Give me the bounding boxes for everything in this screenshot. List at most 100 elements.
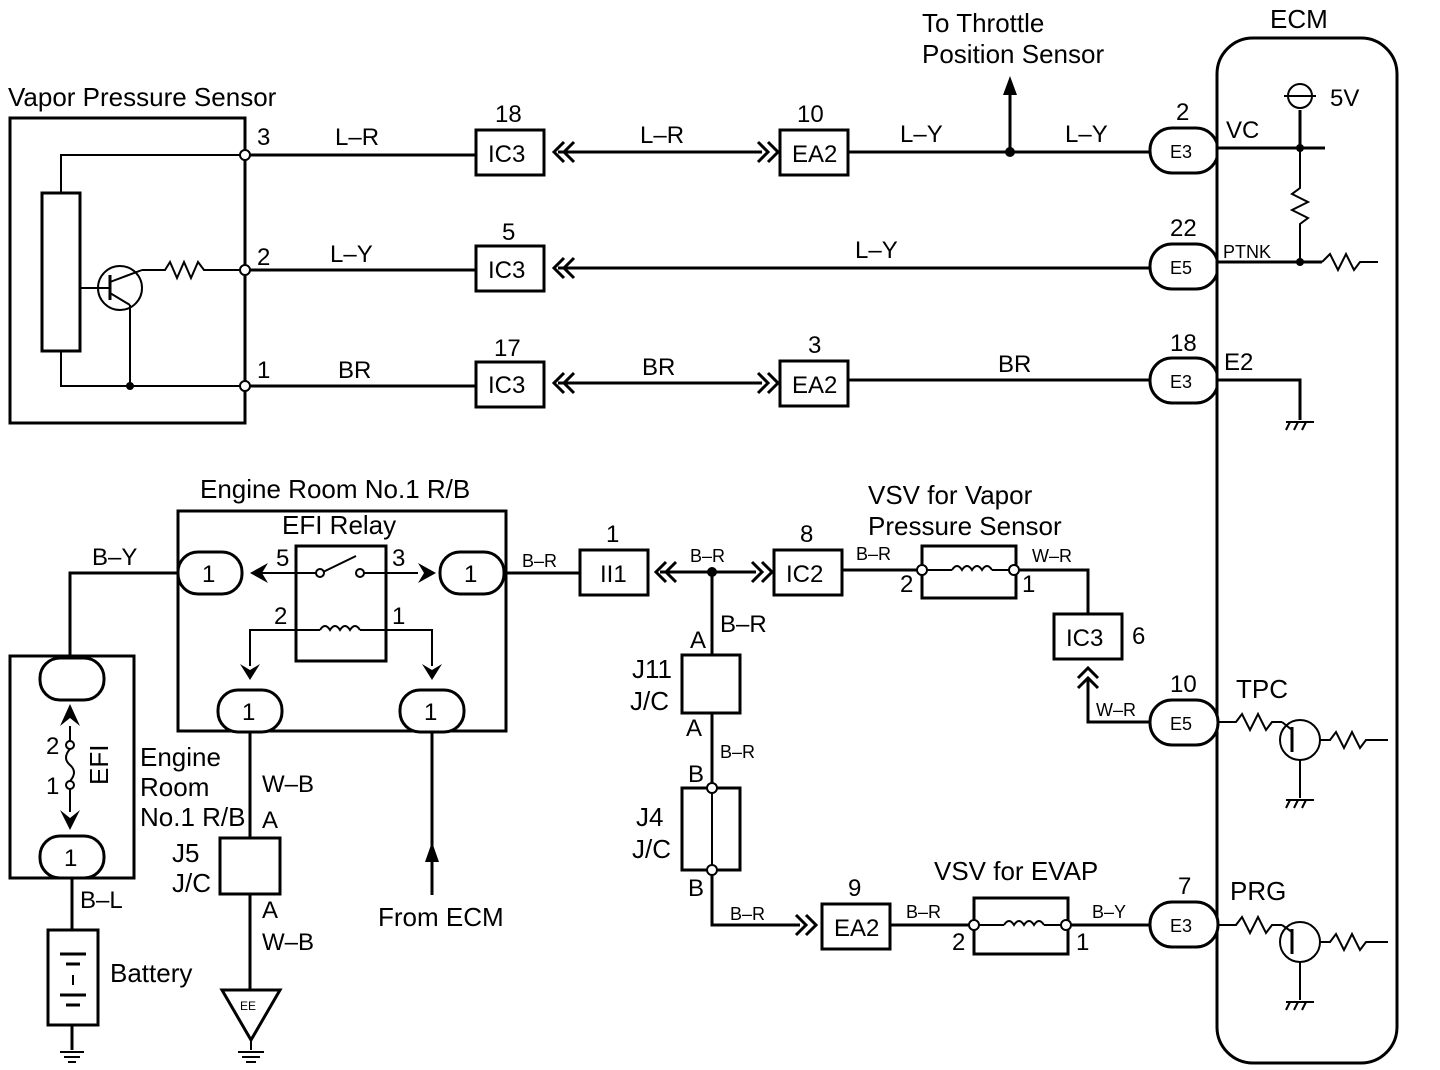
svg-text:IC3: IC3: [1066, 625, 1103, 652]
efi-relay-label: EFI Relay: [282, 510, 396, 540]
svg-text:B–R: B–R: [720, 611, 767, 638]
circuit-br-bus: B–R 1 II1 B–R 8 IC2 B–R VSV for Vapor Pr…: [504, 480, 1220, 747]
wire-label-lr: L–R: [335, 124, 379, 151]
svg-text:1: 1: [464, 561, 477, 588]
svg-text:E3: E3: [1170, 916, 1192, 936]
svg-text:1: 1: [606, 521, 619, 548]
svg-text:Engine: Engine: [140, 742, 221, 772]
engine-room-rb: Engine Room No.1 R/B EFI Relay 1 5 3 1 2…: [176, 474, 508, 932]
svg-text:1: 1: [1022, 571, 1035, 598]
svg-text:18: 18: [495, 101, 522, 128]
svg-text:TPC: TPC: [1236, 674, 1288, 704]
svg-text:22: 22: [1170, 215, 1197, 242]
svg-text:B–L: B–L: [80, 887, 123, 914]
svg-text:1: 1: [202, 561, 215, 588]
vapor-sensor-title: Vapor Pressure Sensor: [8, 82, 277, 112]
svg-text:J11: J11: [632, 654, 672, 684]
svg-text:L–Y: L–Y: [900, 121, 943, 148]
svg-text:3: 3: [392, 545, 405, 572]
svg-text:1: 1: [424, 699, 437, 726]
svg-text:5: 5: [276, 545, 289, 572]
svg-text:W–B: W–B: [262, 929, 314, 956]
svg-text:5V: 5V: [1330, 85, 1359, 112]
svg-text:1: 1: [242, 699, 255, 726]
svg-text:B–R: B–R: [720, 742, 755, 762]
svg-text:PRG: PRG: [1230, 876, 1286, 906]
sensor-pin-3: 3: [257, 124, 270, 151]
vsv-vps-label-2: Pressure Sensor: [868, 511, 1062, 541]
svg-text:J5: J5: [172, 838, 199, 868]
engine-room-rb-title: Engine Room No.1 R/B: [200, 474, 470, 504]
svg-text:IC3: IC3: [488, 372, 525, 399]
svg-text:A: A: [690, 627, 706, 654]
svg-text:B: B: [688, 761, 704, 788]
svg-text:J/C: J/C: [632, 834, 671, 864]
connector-ic2: IC2: [786, 561, 823, 588]
svg-text:W–R: W–R: [1096, 700, 1136, 720]
svg-text:8: 8: [800, 521, 813, 548]
svg-text:EA2: EA2: [834, 915, 879, 942]
ground-ee: EE: [240, 999, 256, 1013]
svg-text:E2: E2: [1224, 349, 1253, 376]
efi-fuse-block: B–Y 2 1 EFI 1 B–L Battery Engine Room No…: [8, 544, 246, 1063]
connector-e3: E3: [1170, 142, 1192, 162]
svg-text:1: 1: [1076, 929, 1089, 956]
svg-text:A: A: [262, 807, 278, 834]
vsv-vps-label-1: VSV for Vapor: [868, 480, 1033, 510]
svg-text:17: 17: [494, 335, 521, 362]
battery-label: Battery: [110, 958, 192, 988]
svg-text:2: 2: [952, 929, 965, 956]
connector-ic3: IC3: [488, 141, 525, 168]
svg-text:E5: E5: [1170, 714, 1192, 734]
svg-text:J4: J4: [636, 802, 663, 832]
svg-text:2: 2: [1176, 99, 1189, 126]
svg-text:BR: BR: [338, 357, 371, 384]
svg-text:W–B: W–B: [262, 771, 314, 798]
svg-text:B–R: B–R: [690, 546, 725, 566]
svg-text:B: B: [688, 875, 704, 902]
svg-text:2: 2: [900, 571, 913, 598]
svg-text:B–R: B–R: [730, 904, 765, 924]
svg-text:IC3: IC3: [488, 257, 525, 284]
svg-text:10: 10: [797, 101, 824, 128]
circuit-row-vc: L–R 18 IC3 L–R 10 EA2 L–Y L–Y To Throttl…: [250, 8, 1220, 177]
svg-text:BR: BR: [998, 351, 1031, 378]
svg-text:BR: BR: [642, 354, 675, 381]
svg-text:L–Y: L–Y: [855, 237, 898, 264]
svg-text:L–R: L–R: [640, 122, 684, 149]
svg-text:J/C: J/C: [630, 686, 669, 716]
svg-text:VC: VC: [1226, 117, 1259, 144]
svg-text:L–Y: L–Y: [330, 241, 373, 268]
connector-e5: E5: [1170, 258, 1192, 278]
j5-junction: W–B A J5 J/C A W–B EE: [172, 732, 314, 1063]
sensor-pin-1: 1: [257, 357, 270, 384]
to-tps-label-1: To Throttle: [922, 8, 1044, 38]
efi-label: EFI: [84, 745, 114, 785]
svg-text:1: 1: [392, 603, 405, 630]
connector-ii1: II1: [600, 561, 627, 588]
svg-text:1: 1: [64, 845, 77, 872]
svg-text:No.1 R/B: No.1 R/B: [140, 802, 246, 832]
svg-text:3: 3: [808, 332, 821, 359]
svg-text:9: 9: [848, 875, 861, 902]
svg-text:A: A: [262, 897, 278, 924]
svg-text:B–R: B–R: [522, 551, 557, 571]
svg-text:L–Y: L–Y: [1065, 121, 1108, 148]
from-ecm-label: From ECM: [378, 902, 504, 932]
svg-text:7: 7: [1178, 873, 1191, 900]
ecm-block: ECM VC 5V PTNK E2 TPC PRG: [1215, 4, 1399, 1065]
ecm-title: ECM: [1270, 4, 1328, 34]
svg-text:6: 6: [1132, 623, 1145, 650]
vapor-pressure-sensor: Vapor Pressure Sensor 3 2 1: [8, 82, 277, 425]
svg-text:2: 2: [274, 603, 287, 630]
svg-text:EA2: EA2: [792, 372, 837, 399]
svg-text:A: A: [686, 715, 702, 742]
svg-text:1: 1: [46, 773, 59, 800]
svg-text:B–R: B–R: [856, 544, 891, 564]
svg-text:5: 5: [502, 219, 515, 246]
j11-j4-junctions: B–R A J11 J/C A B–R B J4 J/C B B–R 9 EA2…: [630, 572, 1220, 956]
svg-text:J/C: J/C: [172, 868, 211, 898]
to-tps-label-2: Position Sensor: [922, 39, 1104, 69]
svg-text:Room: Room: [140, 772, 209, 802]
svg-text:10: 10: [1170, 671, 1197, 698]
